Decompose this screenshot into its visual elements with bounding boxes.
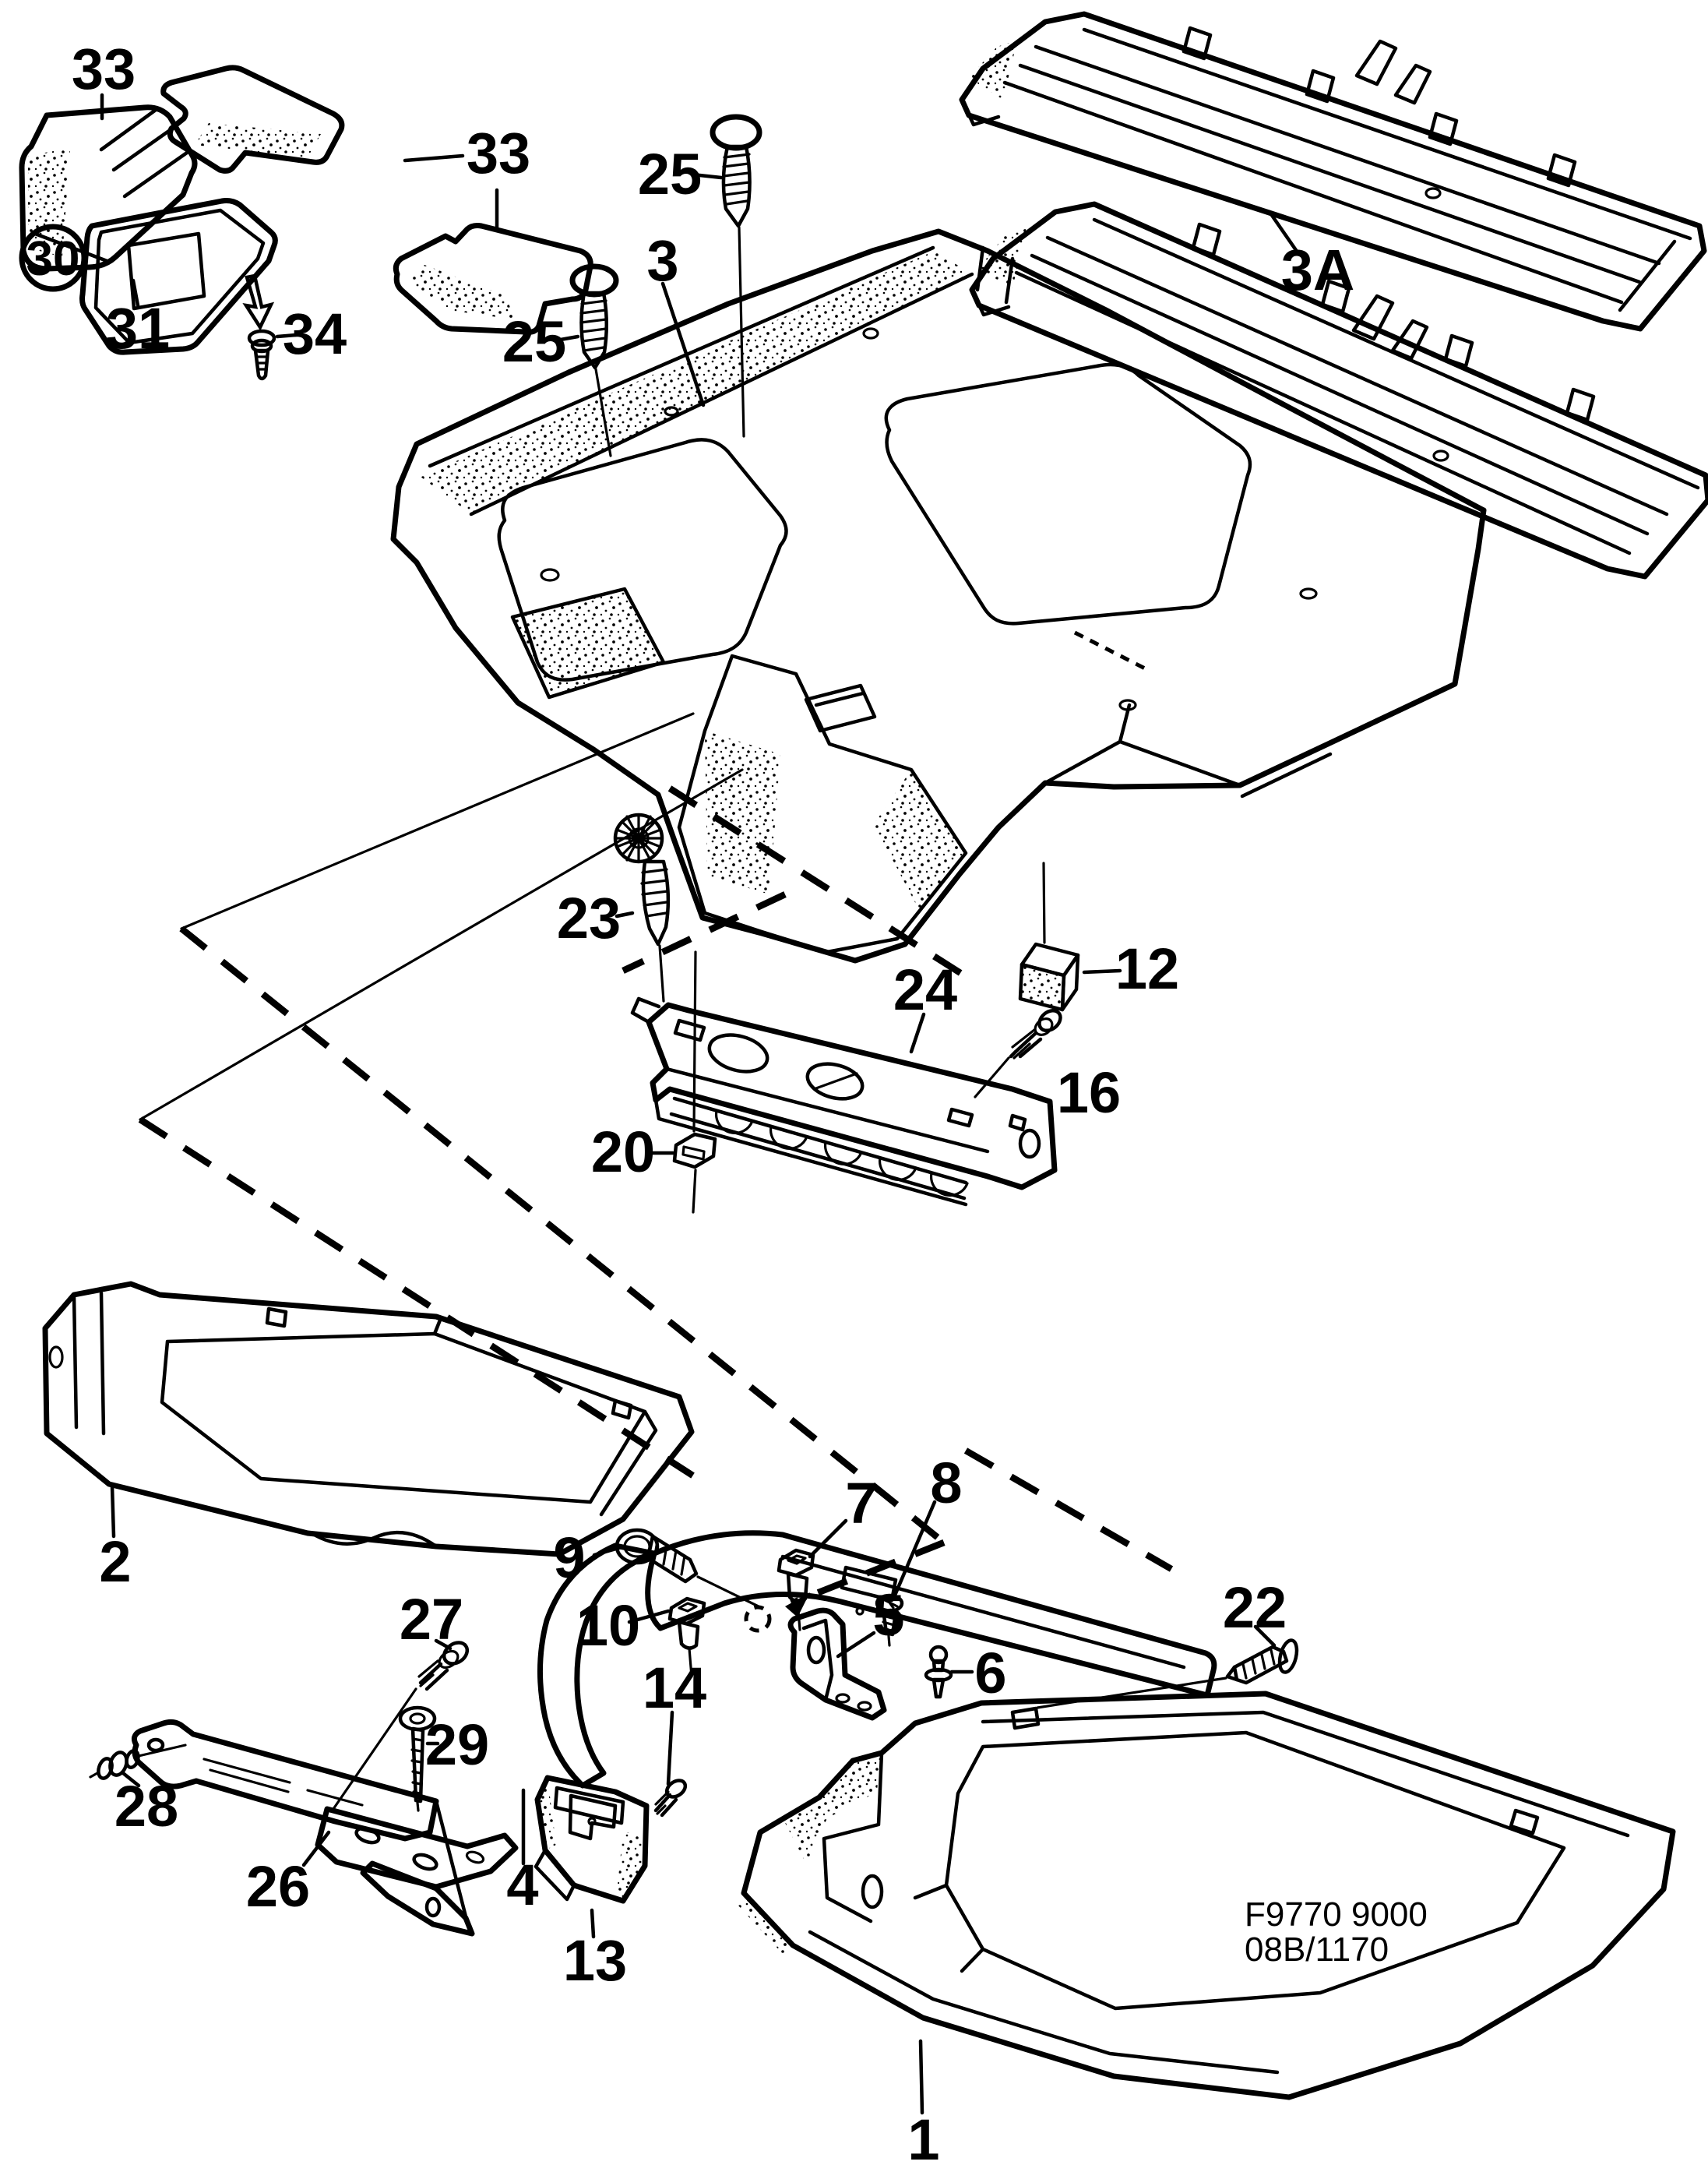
part-label-33-front: 33 [72, 37, 136, 101]
part-31-mat-rear-left [79, 198, 278, 355]
footer-drawing-code: F9770 9000 [1245, 1895, 1428, 1934]
part-label-34: 34 [283, 301, 347, 366]
part-label-20: 20 [591, 1119, 655, 1184]
part-20-clip-nut [672, 950, 717, 1214]
part-28-grommet [89, 1744, 187, 1780]
construction-lines [138, 712, 1174, 1633]
part-8-screw [875, 1593, 904, 1647]
part-label-8: 8 [930, 1451, 962, 1515]
part-label-25-left: 25 [502, 309, 566, 374]
part-label-23: 23 [557, 886, 621, 950]
part-23-screw-starhead [613, 813, 671, 1003]
part-16-screw [974, 1008, 1062, 1098]
part-34-clip [242, 273, 276, 381]
part-6-stud [924, 1645, 953, 1699]
footer-codes: F9770 9000 08B/1170 [1245, 1895, 1428, 1969]
part-7-snap-clip [777, 1548, 815, 1631]
part-label-5: 5 [872, 1583, 904, 1648]
part-5-bracket [787, 1607, 887, 1721]
part-label-28: 28 [114, 1774, 178, 1839]
part-22-expansion-rivet [1036, 1638, 1299, 1709]
part-label-29: 29 [425, 1712, 489, 1777]
part-label-6: 6 [974, 1641, 1006, 1705]
part-label-26: 26 [246, 1854, 310, 1919]
part-33-mat-front-right [160, 65, 345, 174]
part-12-foam-block [1018, 862, 1080, 1012]
part-label-14: 14 [643, 1655, 706, 1720]
part-label-16: 16 [1057, 1060, 1121, 1125]
part-29-screw [398, 1705, 437, 1812]
part-4-sill-trim [537, 1530, 1217, 1789]
part-label-4: 4 [506, 1853, 538, 1917]
part-27-screw [332, 1641, 470, 1811]
part-label-9: 9 [553, 1525, 585, 1590]
part-label-7: 7 [845, 1471, 877, 1536]
circled-group-30 [19, 224, 87, 292]
footer-sheet-code: 08B/1170 [1245, 1930, 1389, 1969]
leader-lines [100, 93, 1300, 2115]
part-label-3: 3 [646, 228, 678, 293]
part-label-22: 22 [1223, 1575, 1287, 1640]
part-label-2: 2 [99, 1529, 131, 1594]
part-label-12: 12 [1115, 936, 1179, 1001]
part-label-31: 31 [106, 296, 170, 361]
part-14-screw [653, 1779, 688, 1818]
part-label-30-circled: 30 [26, 232, 80, 286]
part-labels: 33 33 30 31 34 25 25 3 3A 23 24 12 16 20… [26, 37, 1355, 2172]
part-label-25-top: 25 [638, 142, 702, 206]
part-10-snap-clip [667, 1596, 706, 1678]
part-label-3a: 3A [1281, 238, 1355, 302]
part-3a-panel-upper [959, 11, 1707, 332]
part-1-front-tray [738, 1691, 1676, 2100]
part-label-13: 13 [563, 1928, 627, 1993]
part-33-mat-rear-right [393, 223, 593, 335]
part-label-27: 27 [400, 1587, 463, 1652]
part-label-10: 10 [576, 1593, 640, 1658]
part-2-rear-tray [42, 1281, 695, 1557]
part-label-24: 24 [893, 957, 957, 1022]
part-label-1: 1 [907, 2107, 939, 2172]
part-3a-panel-lower [969, 201, 1708, 580]
part-label-33-rear: 33 [467, 121, 530, 185]
part-26-bracket-assembly [131, 1719, 519, 1937]
part-13-bracket-box [534, 1775, 650, 1904]
fastener-target-mark [744, 1605, 772, 1633]
